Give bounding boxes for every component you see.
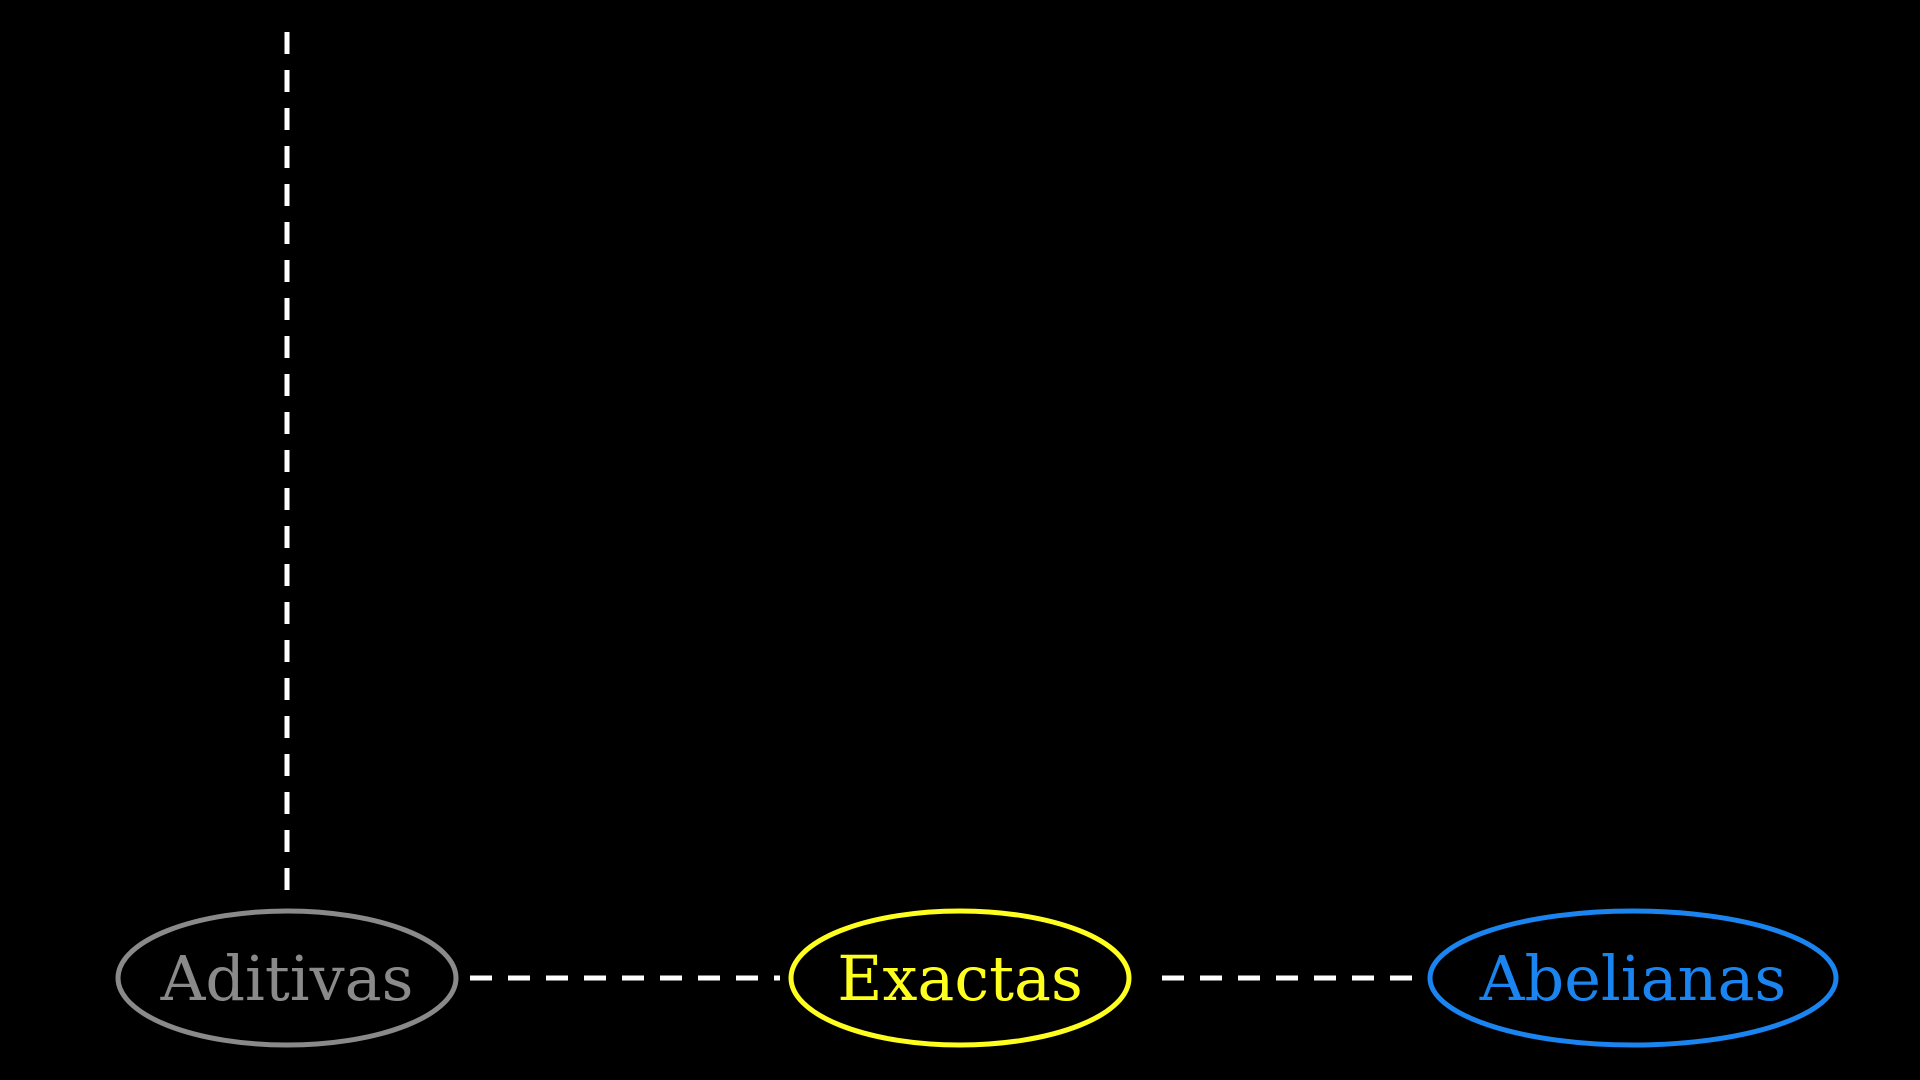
node-abelianas-label: Abelianas xyxy=(1479,942,1787,1015)
node-exactas-label: Exactas xyxy=(837,942,1083,1015)
node-aditivas-ellipse xyxy=(115,908,459,1048)
node-abelianas: Abelianas xyxy=(1427,908,1839,1048)
node-aditivas-label: Aditivas xyxy=(160,942,414,1015)
node-exactas: Exactas xyxy=(788,908,1132,1048)
node-exactas-ellipse xyxy=(788,908,1132,1048)
node-aditivas: Aditivas xyxy=(115,908,459,1048)
node-abelianas-ellipse xyxy=(1427,908,1839,1048)
